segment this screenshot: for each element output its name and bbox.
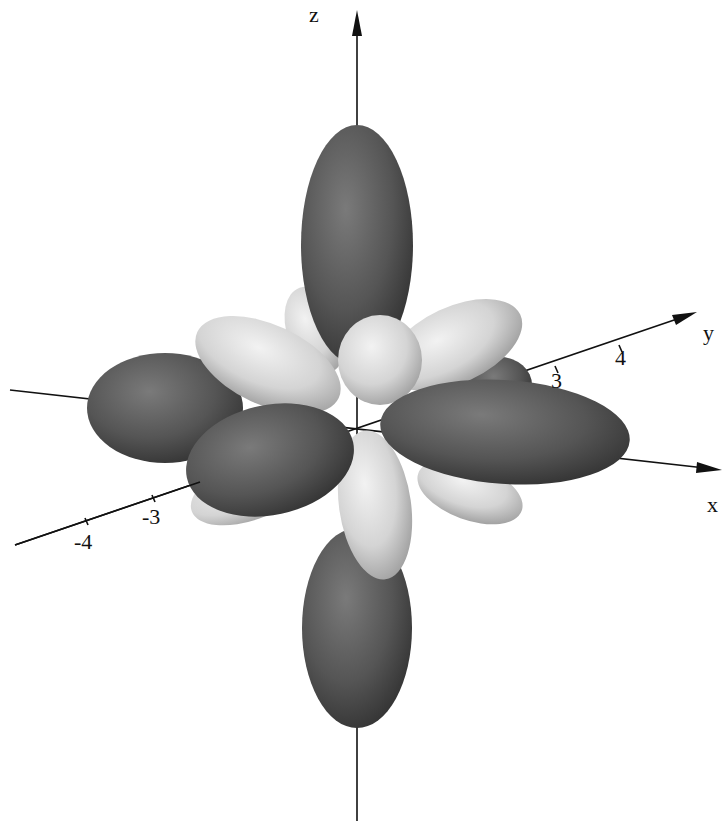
front-y-lobe bbox=[175, 389, 364, 532]
front-y-axis bbox=[15, 482, 200, 545]
axes bbox=[10, 30, 705, 821]
right-x-lobe bbox=[377, 371, 634, 492]
axis-label: x bbox=[707, 494, 718, 516]
axis-label: z bbox=[309, 4, 319, 26]
tick-label: 4 bbox=[615, 347, 626, 369]
tick-label: 3 bbox=[551, 370, 562, 392]
axis-label: y bbox=[703, 322, 714, 344]
light-lobe bbox=[338, 315, 422, 405]
tick-label: -3 bbox=[142, 506, 160, 528]
tick-label: -4 bbox=[74, 531, 92, 553]
